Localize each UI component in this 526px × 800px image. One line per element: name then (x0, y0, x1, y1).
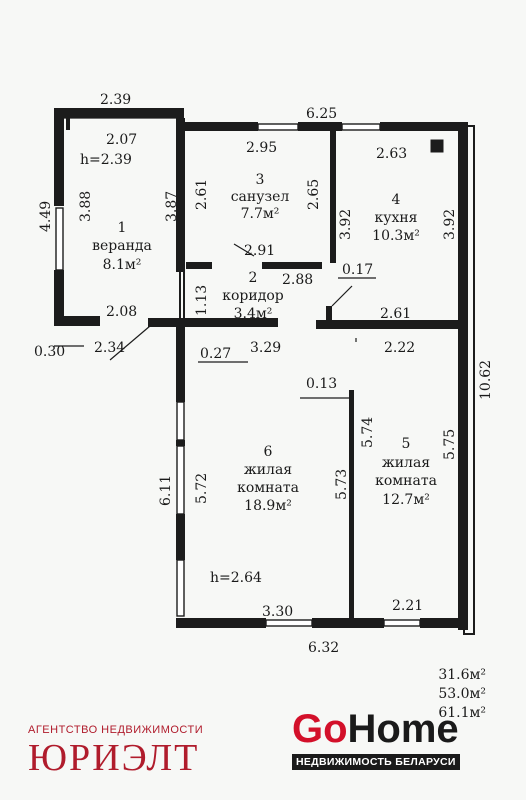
dim-kitchen-top: 2.63 (376, 146, 407, 162)
dim-room6-bottom: 3.30 (262, 604, 293, 620)
dimension-labels: 2.39 2.07 2.95 6.25 2.63 2.91 2.88 0.17 … (34, 92, 494, 656)
dim-wall-027: 0.27 (200, 346, 231, 362)
total-overall-area: 61.1м² (438, 705, 486, 721)
dim-room6-right: 5.73 (334, 469, 350, 500)
top-window-2 (341, 123, 381, 131)
agency-name: ЮРИЭЛТ (28, 737, 200, 779)
dim-bath-bottom: 2.91 (244, 243, 275, 259)
agency-logo: АГЕНТСТВО НЕДВИЖИМОСТИ ЮРИЭЛТ (28, 724, 258, 778)
agency-tagline: АГЕНТСТВО НЕДВИЖИМОСТИ (28, 724, 204, 736)
veranda-window-left (55, 207, 64, 271)
main-walls (176, 122, 475, 635)
dim-room5-right: 5.75 (442, 429, 458, 460)
dim-veranda-inner-top: 2.07 (106, 132, 137, 148)
dim-top-left: 2.39 (100, 92, 131, 108)
bottom-window-2 (383, 619, 421, 627)
left-window-2 (176, 445, 185, 515)
dim-veranda-right: 3.87 (164, 191, 180, 222)
dim-veranda-left: 3.88 (78, 191, 94, 222)
room-labels: 1 веранда 8.1м² 3 санузел 7.7м² 4 кухня … (80, 152, 437, 586)
top-window-1 (257, 123, 299, 131)
total-general-area: 53.0м² (438, 686, 486, 702)
dim-room5-left: 5.74 (360, 417, 376, 448)
height-living: h=2.64 (210, 570, 262, 586)
dim-bath-right: 2.65 (306, 179, 322, 210)
room-6-area: 18.9м² (244, 498, 292, 514)
dim-bottom-outer: 6.32 (308, 640, 339, 656)
height-veranda: h=2.39 (80, 152, 132, 168)
bottom-window-1 (265, 619, 313, 627)
room-6-name-2: комната (237, 480, 299, 496)
dim-wall-013: 0.13 (306, 376, 337, 392)
portal-brand-home: Home (347, 707, 459, 751)
dim-corridor-bottom: 3.29 (250, 340, 281, 356)
dim-stub-030: 0.30 (34, 344, 65, 360)
room-5-number: 5 (402, 436, 411, 452)
dim-bath-left: 2.61 (194, 179, 210, 210)
room-1-number: 1 (118, 220, 127, 236)
room-6-number: 6 (264, 444, 273, 460)
dim-wall-017: 0.17 (342, 262, 373, 278)
dim-left-outer: 4.49 (38, 201, 54, 232)
dim-top-mid: 6.25 (306, 106, 337, 122)
room-1-name: веранда (92, 238, 152, 254)
dim-kitchen-left: 3.92 (338, 209, 354, 240)
dim-room5-bottom: 2.21 (392, 598, 423, 614)
dim-kitchen-right: 3.92 (442, 209, 458, 240)
room-4-area: 10.3м² (372, 228, 420, 244)
room-2-name: коридор (222, 288, 284, 304)
area-totals: 31.6м² 53.0м² 61.1м² (438, 666, 486, 723)
portal-brand: GoHome (292, 708, 482, 750)
portal-logo: GoHome НЕДВИЖИМОСТЬ БЕЛАРУСИ (292, 708, 482, 770)
room-3-number: 3 (256, 172, 265, 188)
dim-corridor-left: 1.13 (194, 285, 210, 316)
room-4-number: 4 (392, 192, 401, 208)
dim-corridor-top: 2.88 (282, 272, 313, 288)
dim-bath-top: 2.95 (246, 140, 277, 156)
room-3-area: 7.7м² (241, 206, 280, 222)
room-6-name-1: жилая (244, 462, 292, 478)
room-1-area: 8.1м² (103, 257, 142, 273)
room-5-name-1: жилая (382, 455, 430, 471)
leader-lines (54, 243, 376, 399)
room-2-number: 2 (249, 270, 258, 286)
portal-brand-go: Go (292, 707, 348, 751)
portal-subtitle: НЕДВИЖИМОСТЬ БЕЛАРУСИ (292, 754, 460, 770)
room-2-area: 3.4м² (234, 306, 273, 322)
left-window-3 (176, 559, 185, 617)
total-living-area: 31.6м² (438, 667, 486, 683)
dim-veranda-bottom: 2.08 (106, 304, 137, 320)
room-5-name-2: комната (375, 473, 437, 489)
dim-kitchen-bottom: 2.61 (380, 306, 411, 322)
dim-room6-left: 5.72 (194, 473, 210, 504)
dim-stub-234: 2.34 (94, 340, 125, 356)
room-5-area: 12.7м² (382, 492, 430, 508)
interior-walls (148, 131, 462, 618)
left-window-1 (176, 401, 185, 441)
dim-room5-top: 2.22 (384, 340, 415, 356)
room-3-name: санузел (231, 189, 290, 205)
dim-right-outer: 10.62 (478, 360, 494, 400)
dim-room6-left-outer: 6.11 (158, 475, 174, 506)
room-4-name: кухня (374, 210, 417, 226)
